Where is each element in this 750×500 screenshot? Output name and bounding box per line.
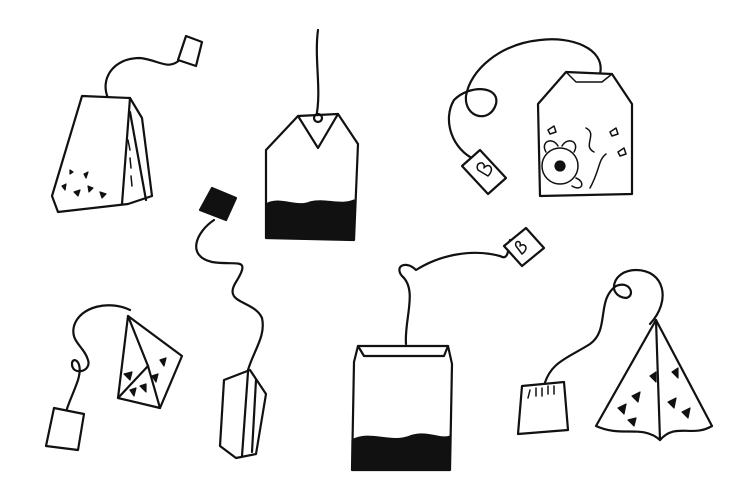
- tea-bag-rectangular-folded: [50, 34, 204, 214]
- tea-bag-square: [350, 226, 546, 472]
- tea-bag-with-leaves: [264, 28, 360, 242]
- tea-bag-floral: [447, 38, 634, 198]
- tea-bag-pyramid-small: [44, 304, 184, 452]
- tea-bag-side-view: [195, 186, 268, 460]
- tea-bag-pyramid-large: [516, 268, 714, 442]
